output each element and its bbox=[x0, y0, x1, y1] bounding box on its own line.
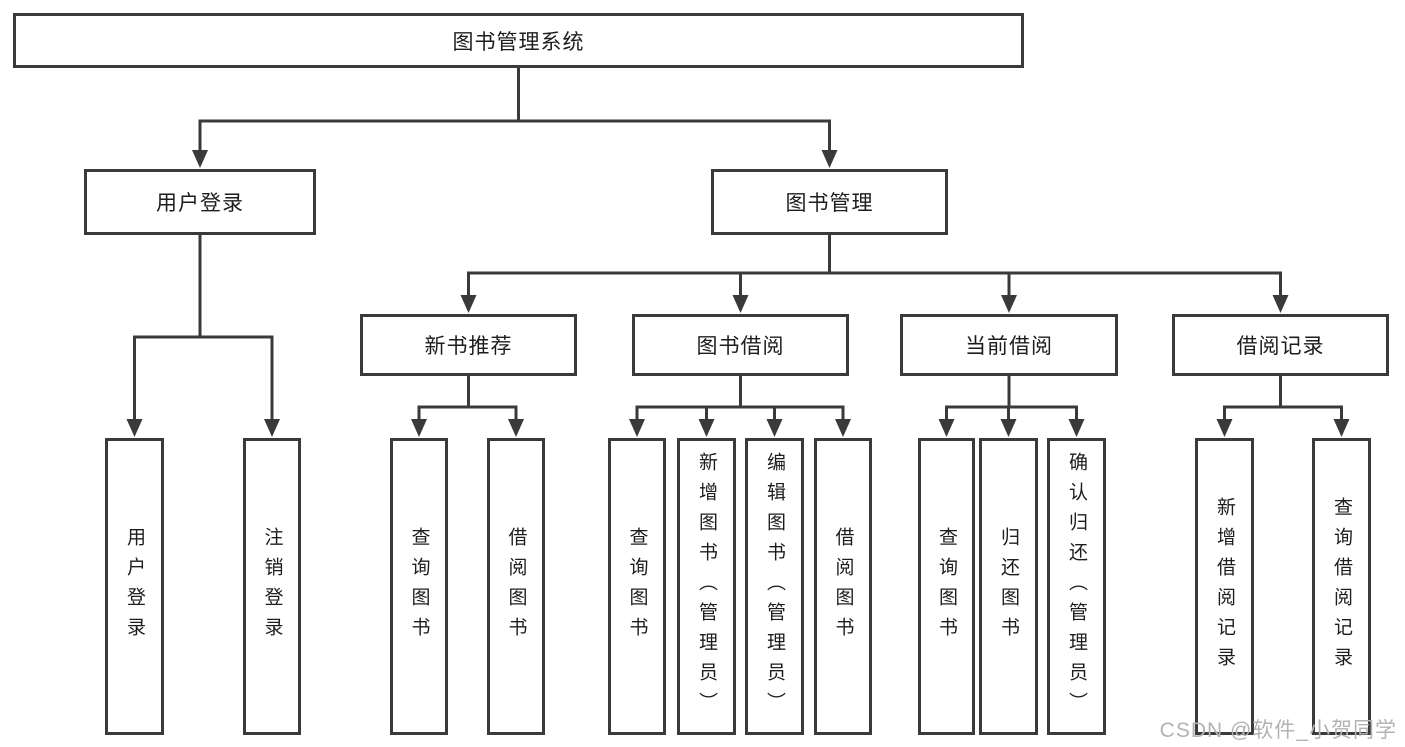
node-book-management-branch: 图书管理 bbox=[711, 169, 948, 235]
leaf-add-borrow-record: 新增借阅记录 bbox=[1195, 438, 1254, 735]
node-user-login-branch: 用户登录 bbox=[84, 169, 316, 235]
node-book-borrowing: 图书借阅 bbox=[632, 314, 849, 376]
leaf-query-books-recommend: 查询图书 bbox=[390, 438, 448, 735]
leaf-logout: 注销登录 bbox=[243, 438, 301, 735]
leaf-user-login-label: 用户登录 bbox=[124, 526, 145, 647]
leaf-borrow-books-borrowing: 借阅图书 bbox=[814, 438, 872, 735]
leaf-query-borrow-record: 查询借阅记录 bbox=[1312, 438, 1371, 735]
leaf-add-books-admin: 新增图书（管理员） bbox=[677, 438, 736, 735]
node-new-book-recommend: 新书推荐 bbox=[360, 314, 577, 376]
leaf-confirm-return-admin-label: 确认归还（管理员） bbox=[1066, 451, 1087, 722]
leaf-query-books-borrowing-label: 查询图书 bbox=[626, 526, 648, 647]
leaf-query-borrow-record-label: 查询借阅记录 bbox=[1331, 496, 1352, 677]
csdn-watermark: CSDN @软件_小贺同学 bbox=[1159, 719, 1397, 742]
leaf-add-borrow-record-label: 新增借阅记录 bbox=[1214, 496, 1235, 677]
leaf-borrow-books-recommend-label: 借阅图书 bbox=[505, 526, 527, 647]
leaf-return-books: 归还图书 bbox=[979, 438, 1038, 735]
leaf-query-books-borrowing: 查询图书 bbox=[608, 438, 666, 735]
node-current-borrowing: 当前借阅 bbox=[900, 314, 1118, 376]
leaf-return-books-label: 归还图书 bbox=[998, 526, 1019, 647]
leaf-borrow-books-recommend: 借阅图书 bbox=[487, 438, 545, 735]
leaf-user-login: 用户登录 bbox=[105, 438, 164, 735]
leaf-query-books-current-label: 查询图书 bbox=[936, 526, 957, 647]
leaf-borrow-books-borrowing-label: 借阅图书 bbox=[832, 526, 854, 647]
leaf-logout-label: 注销登录 bbox=[261, 526, 283, 647]
leaf-query-books-current: 查询图书 bbox=[918, 438, 975, 735]
leaf-edit-books-admin: 编辑图书（管理员） bbox=[745, 438, 804, 735]
leaf-add-books-admin-label: 新增图书（管理员） bbox=[696, 451, 717, 722]
leaf-confirm-return-admin: 确认归还（管理员） bbox=[1047, 438, 1106, 735]
node-borrowing-records: 借阅记录 bbox=[1172, 314, 1389, 376]
leaf-query-books-recommend-label: 查询图书 bbox=[408, 526, 430, 647]
node-root-library-management-system: 图书管理系统 bbox=[13, 13, 1024, 68]
leaf-edit-books-admin-label: 编辑图书（管理员） bbox=[764, 451, 785, 722]
